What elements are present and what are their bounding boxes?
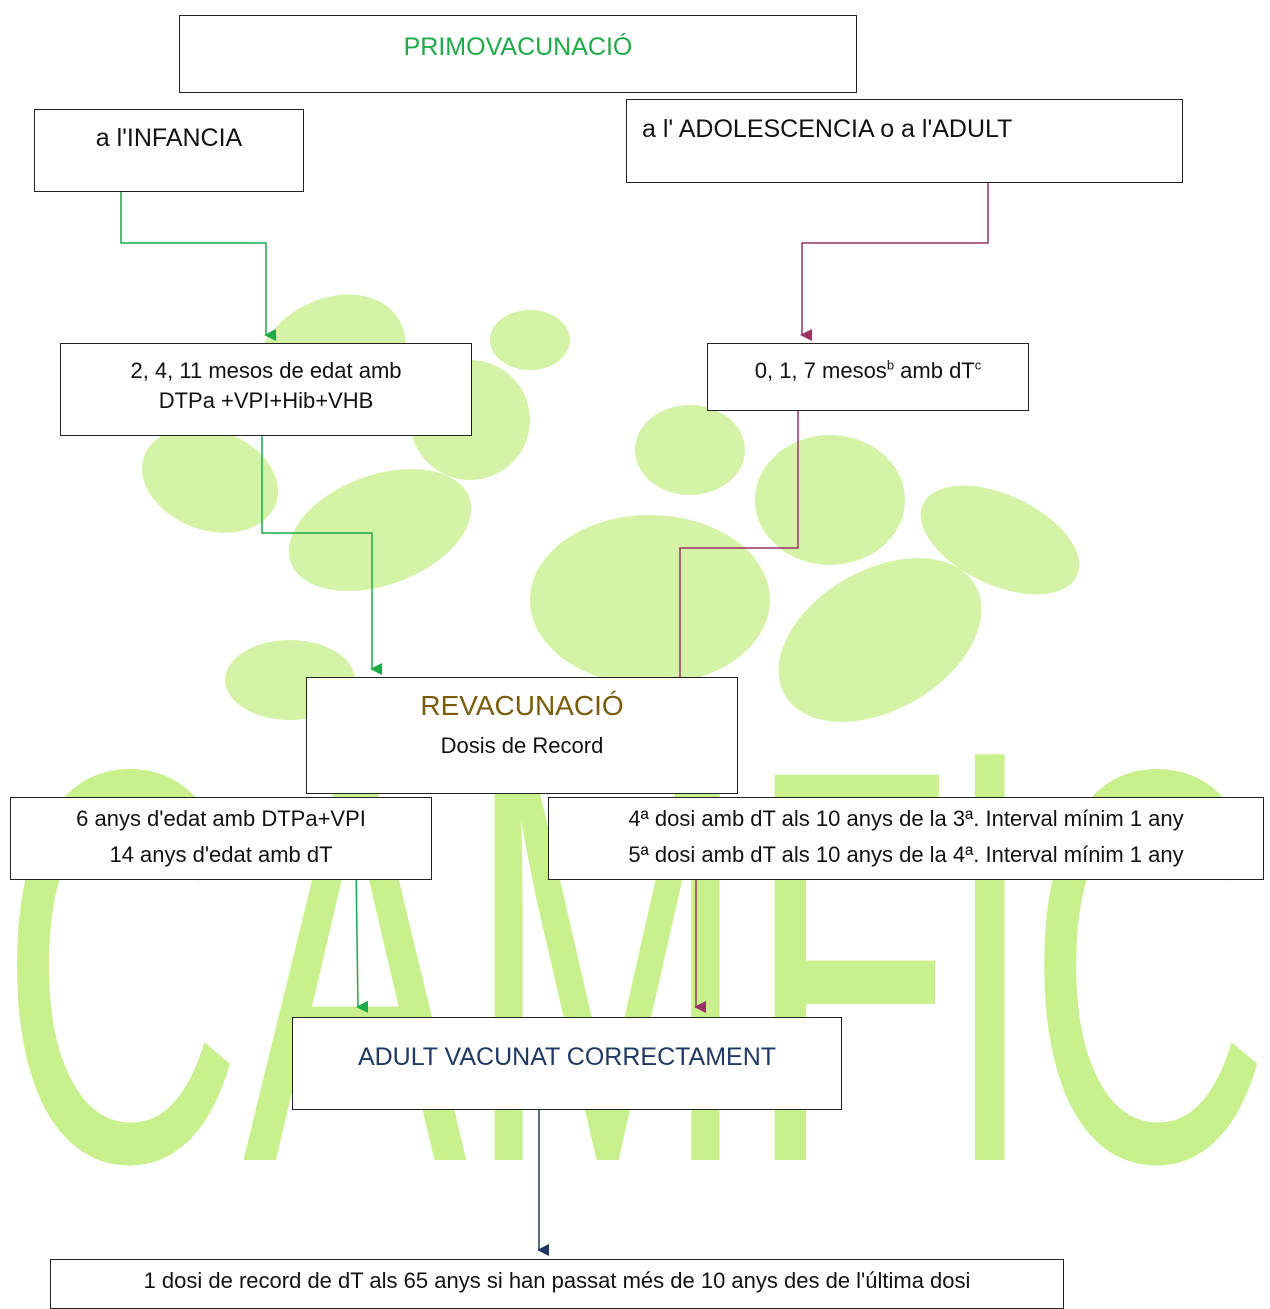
arrow-adult-to-schedule xyxy=(800,183,989,341)
infant-booster-line2: 14 anys d'edat amb dT xyxy=(109,842,333,867)
final-dose-box: 1 dosi de record de dT als 65 anys si ha… xyxy=(50,1259,1064,1309)
revacunacio-title: REVACUNACIÓ xyxy=(420,690,624,721)
adult-schedule-prefix: 0, 1, 7 mesos xyxy=(754,358,887,383)
revacunacio-subtitle: Dosis de Record xyxy=(440,733,604,758)
infant-schedule-line2: DTPa +VPI+Hib+VHB xyxy=(158,388,374,413)
primovacunacio-box: PRIMOVACUNACIÓ xyxy=(179,15,857,93)
infant-schedule-line1: 2, 4, 11 mesos de edat amb xyxy=(130,358,402,383)
adult-schedule-middle: amb dT xyxy=(894,358,975,383)
arrow-adult-schedule-to-revac xyxy=(678,411,799,692)
correct-box: ADULT VACUNAT CORRECTAMENT xyxy=(292,1017,842,1110)
adult-branch-label: a l' ADOLESCENCIA o a l'ADULT xyxy=(642,115,1013,143)
adult-booster-line1: 4ª dosi amb dT als 10 anys de la 3ª. Int… xyxy=(628,806,1184,831)
correct-label: ADULT VACUNAT CORRECTAMENT xyxy=(357,1043,777,1071)
adult-schedule-text: 0, 1, 7 mesosb amb dTc xyxy=(708,358,1028,384)
footnote-c: c xyxy=(974,357,982,373)
adult-branch-box: a l' ADOLESCENCIA o a l'ADULT xyxy=(626,99,1183,183)
infancia-label: a l'INFANCIA xyxy=(95,124,243,152)
footnote-b: b xyxy=(886,357,895,373)
infant-booster-line1: 6 anys d'edat amb DTPa+VPI xyxy=(76,806,366,831)
adult-boosters-box: 4ª dosi amb dT als 10 anys de la 3ª. Int… xyxy=(548,797,1264,880)
adult-schedule-box: 0, 1, 7 mesosb amb dTc xyxy=(707,343,1029,411)
infant-boosters-box: 6 anys d'edat amb DTPa+VPI 14 anys d'eda… xyxy=(10,797,432,880)
infancia-box: a l'INFANCIA xyxy=(34,109,304,192)
revacunacio-box: REVACUNACIÓ Dosis de Record xyxy=(306,677,738,794)
arrow-infancia-to-schedule xyxy=(120,192,276,341)
arrow-infant-schedule-to-revac xyxy=(261,436,382,675)
final-dose-label: 1 dosi de record de dT als 65 anys si ha… xyxy=(143,1268,971,1293)
infant-schedule-box: 2, 4, 11 mesos de edat amb DTPa +VPI+Hib… xyxy=(60,343,472,436)
adult-booster-line2: 5ª dosi amb dT als 10 anys de la 4ª. Int… xyxy=(628,842,1184,867)
primovacunacio-title: PRIMOVACUNACIÓ xyxy=(403,33,633,61)
